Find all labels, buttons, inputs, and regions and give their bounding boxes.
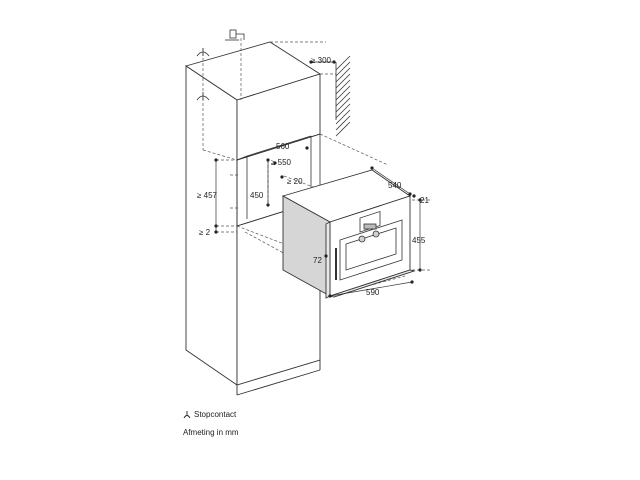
water-tap-icon <box>225 29 245 41</box>
dimension-appliance-height: 455 <box>412 236 426 245</box>
dimension-niche-depth: ≥ 550 <box>271 158 292 167</box>
dimension-niche-height: ≥ 457 <box>197 191 218 200</box>
dimension-inner-height: 450 <box>250 191 264 200</box>
power-socket-icon <box>183 411 191 419</box>
legend-socket: Stopcontact <box>183 410 236 419</box>
wall-hatching <box>335 55 351 137</box>
dimension-back-gap: ≥ 20 <box>287 177 303 186</box>
dimension-niche-width: 560 <box>276 142 290 151</box>
dimension-clearance-wall: ≥ 300 <box>311 56 332 65</box>
legend-socket-label: Stopcontact <box>194 410 237 419</box>
power-socket-icon <box>196 48 210 101</box>
dimension-appliance-width: 590 <box>366 288 380 297</box>
dimension-handle-offset: 72 <box>313 256 322 265</box>
dimension-appliance-depth: 540 <box>388 181 402 190</box>
dimension-front-depth: 21 <box>420 196 429 205</box>
dimension-bottom-gap: ≥ 2 <box>199 228 211 237</box>
control-panel <box>358 211 381 243</box>
dimension-lines <box>215 61 421 297</box>
units-note: Afmeting in mm <box>183 428 239 437</box>
oven-appliance <box>281 169 416 299</box>
tall-cabinet <box>184 41 322 396</box>
